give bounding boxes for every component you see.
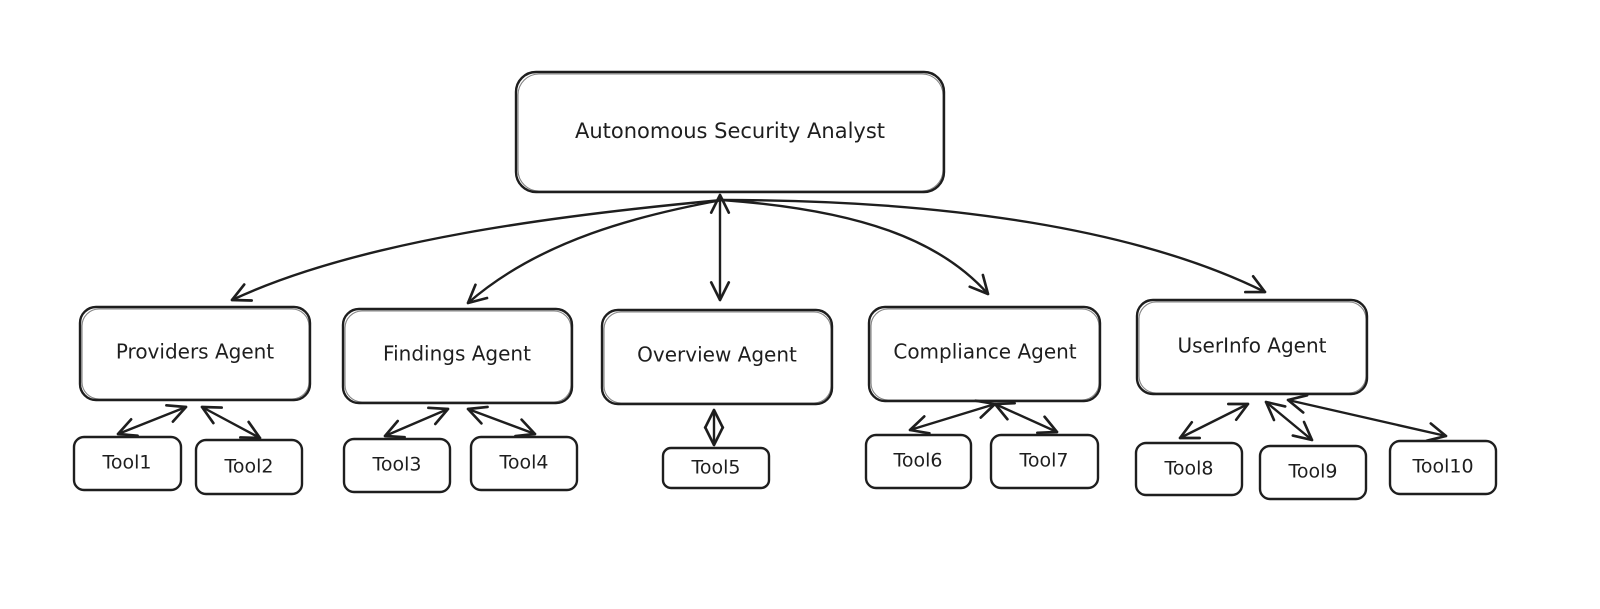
node-tool1[interactable]: Tool1	[72, 435, 183, 492]
node-userinfo-agent-label: UserInfo Agent	[1178, 334, 1327, 358]
node-overview-agent-label: Overview Agent	[637, 343, 797, 367]
node-tool4[interactable]: Tool4	[469, 435, 579, 492]
edge-analyst-to-providers	[230, 198, 724, 302]
node-tool6-label: Tool6	[893, 450, 943, 472]
node-providers-agent[interactable]: Providers Agent	[78, 305, 312, 402]
node-findings-agent[interactable]: Findings Agent	[341, 307, 574, 405]
node-tool8-label: Tool8	[1164, 458, 1214, 480]
edge-findings-to-tool4	[466, 405, 537, 438]
edge-compliance-to-tool7	[993, 401, 1059, 435]
node-tool3-label: Tool3	[372, 454, 422, 476]
node-tool5-label: Tool5	[691, 457, 741, 479]
node-tool2[interactable]: Tool2	[194, 438, 304, 496]
node-providers-agent-label: Providers Agent	[116, 340, 274, 364]
edge-analyst-to-userinfo	[720, 198, 1267, 294]
edge-providers-to-tool1	[116, 403, 188, 438]
node-compliance-agent[interactable]: Compliance Agent	[867, 305, 1102, 403]
edge-analyst-to-compliance	[720, 198, 990, 296]
node-analyst-label: Autonomous Security Analyst	[575, 119, 885, 143]
node-analyst[interactable]: Autonomous Security Analyst	[514, 70, 946, 194]
node-tool7-label: Tool7	[1019, 450, 1069, 472]
edge-userinfo-to-tool8	[1178, 402, 1250, 440]
node-userinfo-agent[interactable]: UserInfo Agent	[1135, 298, 1369, 396]
edge-compliance-to-tool6	[908, 399, 997, 435]
edge-userinfo-to-tool10	[1286, 394, 1448, 442]
node-tool6[interactable]: Tool6	[864, 433, 973, 490]
node-tool8[interactable]: Tool8	[1134, 441, 1244, 497]
node-tool10[interactable]: Tool10	[1388, 439, 1498, 496]
edge-userinfo-to-tool9	[1264, 400, 1314, 442]
node-tool9[interactable]: Tool9	[1258, 444, 1368, 501]
node-tool7[interactable]: Tool7	[989, 433, 1100, 490]
node-tool5[interactable]: Tool5	[661, 446, 771, 490]
edge-analyst-to-findings	[466, 198, 724, 305]
node-compliance-agent-label: Compliance Agent	[893, 340, 1076, 364]
node-findings-agent-label: Findings Agent	[383, 342, 531, 366]
edges	[116, 193, 1448, 447]
node-tool1-label: Tool1	[102, 452, 152, 474]
node-tool3[interactable]: Tool3	[342, 437, 452, 494]
node-tool4-label: Tool4	[499, 452, 549, 474]
node-tool10-label: Tool10	[1411, 456, 1473, 478]
edge-providers-to-tool2	[200, 405, 262, 440]
edge-findings-to-tool3	[383, 406, 450, 439]
node-tool2-label: Tool2	[224, 456, 274, 478]
node-overview-agent[interactable]: Overview Agent	[600, 308, 834, 406]
node-tool9-label: Tool9	[1288, 461, 1338, 483]
